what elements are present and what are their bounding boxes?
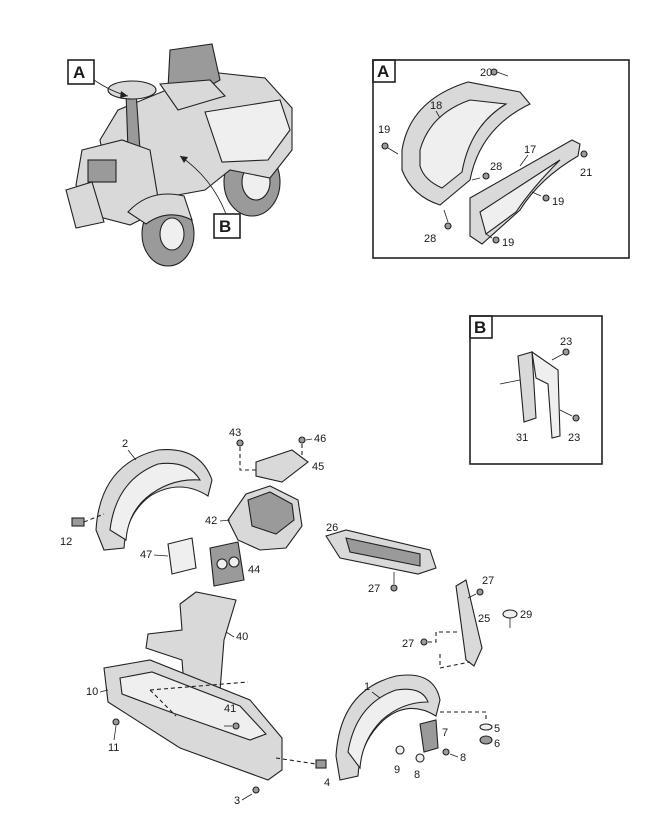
screw-23-bottom	[559, 409, 580, 422]
screw-20	[490, 68, 509, 77]
callout-26: 26	[326, 522, 338, 534]
callout-28-mid: 28	[490, 161, 502, 173]
callout-31: 31	[516, 432, 528, 444]
callout-19-right: 19	[552, 196, 564, 208]
callout-23-bottom: 23	[568, 432, 580, 444]
screw-19-right	[531, 191, 550, 202]
callout-41: 41	[224, 703, 236, 715]
part-2-left-fender	[95, 449, 213, 551]
detail-b-letter: B	[474, 318, 486, 337]
callout-5: 5	[494, 723, 500, 735]
callout-27-rear-bar: 27	[368, 583, 380, 595]
screw-3	[252, 786, 260, 794]
detail-a-letter: A	[377, 62, 389, 81]
callout-1: 1	[364, 681, 370, 693]
nut-4	[275, 757, 327, 769]
button-29	[502, 609, 518, 628]
detail-a-panel: A 20 18 19 17 28 21 19 28 19	[372, 59, 630, 259]
callout-10: 10	[86, 686, 98, 698]
part-31-bracket	[517, 351, 537, 423]
part-47-panel	[167, 537, 197, 575]
callout-4: 4	[324, 777, 330, 789]
bolt-11	[112, 718, 120, 726]
callout-28-lower: 28	[424, 233, 436, 245]
callout-17: 17	[524, 144, 536, 156]
callout-6: 6	[494, 738, 500, 750]
screw-27-rear-bar	[390, 572, 398, 592]
callout-19-upper-left: 19	[378, 124, 390, 136]
callout-43: 43	[229, 427, 241, 439]
nut-6	[479, 735, 493, 745]
screw-19-lower	[485, 233, 500, 244]
bolt-8-lower	[415, 753, 425, 763]
callout-7: 7	[442, 727, 448, 739]
callout-21: 21	[580, 167, 592, 179]
screw-27-upper	[467, 588, 484, 599]
callout-3: 3	[234, 795, 240, 807]
screw-46	[298, 436, 306, 460]
washer-5	[479, 723, 493, 731]
washer-9	[395, 745, 405, 755]
detail-b-marker-letter: B	[219, 217, 231, 236]
screw-23-top	[551, 348, 570, 361]
callout-8-upper: 8	[460, 752, 466, 764]
callout-8-lower: 8	[414, 769, 420, 781]
exploded-view: 2 43 46 45 42 26 12 47 44 27 27 25 29 40…	[60, 427, 532, 807]
screw-21	[580, 150, 588, 158]
detail-b-marker	[213, 213, 241, 239]
bolt-8-upper	[442, 748, 450, 756]
callout-2: 2	[122, 438, 128, 450]
detail-a-marker-letter: A	[73, 63, 85, 82]
callout-44: 44	[248, 564, 260, 576]
callout-23-top: 23	[560, 336, 572, 348]
callout-46: 46	[314, 433, 326, 445]
callout-20: 20	[480, 67, 492, 79]
clip-12	[71, 513, 105, 527]
part-45-top-cover	[255, 449, 309, 483]
callout-27-left: 27	[402, 638, 414, 650]
part-7-bracket	[419, 719, 439, 753]
screw-28-mid	[471, 172, 490, 181]
bolt-41	[224, 722, 240, 730]
callout-12: 12	[60, 536, 72, 548]
callout-9: 9	[394, 764, 400, 776]
callout-19-lower: 19	[502, 237, 514, 249]
callout-47: 47	[140, 549, 152, 561]
callout-29: 29	[520, 609, 532, 621]
callout-45: 45	[312, 461, 324, 473]
part-25-strut	[455, 579, 483, 667]
callout-11: 11	[108, 742, 119, 754]
detail-a-marker	[67, 59, 95, 85]
callout-40: 40	[236, 631, 248, 643]
callout-27-upper: 27	[482, 575, 494, 587]
detail-b-panel: B 23 23 31	[469, 315, 603, 465]
screw-28-lower	[443, 209, 452, 230]
callout-42: 42	[205, 515, 217, 527]
callout-18: 18	[430, 100, 442, 112]
screw-43	[236, 439, 256, 471]
callout-25: 25	[478, 613, 490, 625]
screw-19-upper-left	[381, 142, 399, 155]
tractor-overview	[65, 43, 293, 267]
screw-27-left	[420, 631, 458, 646]
